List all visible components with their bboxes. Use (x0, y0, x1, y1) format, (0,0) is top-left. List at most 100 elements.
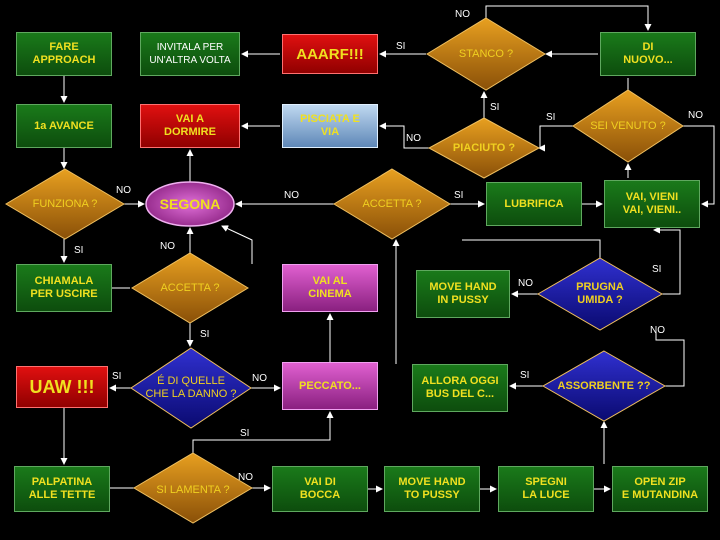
box-label: VAI DI BOCCA (299, 476, 341, 501)
decision-sei-venuto: SEI VENUTO ? (576, 116, 680, 136)
diamond-piaciuto (427, 117, 541, 179)
box-label: INVITALA PER UN'ALTRA VOLTA (149, 42, 231, 66)
label-stanco-si: SI (396, 41, 405, 52)
box-label: ALLORA OGGI BUS DEL C... (421, 375, 499, 400)
box-label: CHIAMALA PER USCIRE (30, 275, 98, 300)
box-label: 1a AVANCE (34, 119, 94, 132)
label-prugna-no: NO (518, 278, 533, 289)
box-label: MOVE HAND TO PUSSY (398, 476, 466, 501)
label-silamenta-no: NO (238, 472, 253, 483)
box-palpatina: PALPATINA ALLE TETTE (14, 466, 110, 512)
box-label: FARE APPROACH (32, 41, 96, 66)
segona-label: SEGONA (159, 195, 221, 212)
label-seivenuto-si: SI (546, 112, 555, 123)
box-label: DI NUOVO... (623, 41, 673, 66)
box-vai-di-bocca: VAI DI BOCCA (272, 466, 368, 512)
box-open-zip: OPEN ZIP E MUTANDINA (612, 466, 708, 512)
arrow-seivenuto-no (683, 125, 715, 208)
diamond-accetta-left (131, 252, 249, 324)
box-label: SPEGNI LA LUCE (522, 476, 570, 501)
label-accetta-left-no: NO (160, 241, 175, 252)
decision-label: SI LAMENTA ? (156, 483, 230, 496)
decision-label: ASSORBENTE ?? (557, 379, 651, 392)
decision-si-lamenta: SI LAMENTA ? (140, 480, 246, 500)
arrow-piaciuto-pisciata (379, 122, 430, 149)
box-aaarf: AAARF!!! (282, 34, 378, 74)
box-move-hand-to-pussy: MOVE HAND TO PUSSY (384, 466, 480, 512)
box-label: OPEN ZIP E MUTANDINA (621, 476, 699, 501)
decision-label: ACCETTA ? (362, 197, 422, 210)
decision-diamonds (5, 17, 684, 524)
diamond-prugna-umida (537, 257, 663, 331)
decision-label: STANCO ? (458, 47, 514, 60)
label-silamenta-si: SI (240, 428, 249, 439)
box-prima-avance: 1a AVANCE (16, 104, 112, 148)
decision-label: É DI QUELLE CHE LA DANNO ? (145, 375, 237, 400)
decision-funziona: FUNZIONA ? (12, 194, 118, 214)
arrow-silamenta-peccato (192, 411, 334, 453)
decision-accetta-left: ACCETTA ? (138, 278, 242, 298)
label-piaciuto-si: SI (490, 102, 499, 113)
node-segona: SEGONA (146, 182, 234, 226)
box-spegni-luce: SPEGNI LA LUCE (498, 466, 594, 512)
box-peccato: PECCATO... (282, 362, 378, 410)
arrow-assorbente-no (655, 332, 685, 387)
decision-label: FUNZIONA ? (32, 197, 98, 210)
box-label: AAARF!!! (296, 45, 364, 63)
arrow-stanco-dinuovo (485, 5, 652, 31)
label-accetta-no: NO (284, 190, 299, 201)
label-diquelle-no: NO (252, 373, 267, 384)
ellipse-segona (145, 181, 235, 227)
box-label: PECCATO... (299, 379, 361, 392)
diamond-funziona (5, 168, 125, 240)
box-label: LUBRIFICA (504, 197, 564, 210)
label-funziona-si: SI (74, 245, 83, 256)
box-label: VAI A DORMIRE (164, 113, 216, 138)
arrow-prugna-vaivieni (653, 226, 681, 295)
label-diquelle-si: SI (112, 371, 121, 382)
arrow-cinema-segona (221, 225, 253, 264)
diamond-stanco (426, 17, 546, 91)
connector-lines (60, 5, 715, 493)
box-lubrifica: LUBRIFICA (486, 182, 582, 226)
box-vai-a-dormire: VAI A DORMIRE (140, 104, 240, 148)
box-label: UAW !!! (29, 376, 95, 397)
label-piaciuto-no: NO (406, 133, 421, 144)
box-label: PISCIATA E VIA (300, 113, 360, 138)
label-accetta-left-si: SI (200, 329, 209, 340)
box-chiamala: CHIAMALA PER USCIRE (16, 264, 112, 312)
label-stanco-no: NO (455, 9, 470, 20)
decision-assorbente: ASSORBENTE ?? (548, 376, 660, 396)
decision-di-quelle: É DI QUELLE CHE LA DANNO ? (136, 370, 246, 406)
box-move-hand-in-pussy: MOVE HAND IN PUSSY (416, 270, 510, 318)
arrow-seivenuto-piaciuto (538, 125, 573, 152)
box-uaw: UAW !!! (16, 366, 108, 408)
label-assorbente-no: NO (650, 325, 665, 336)
label-assorbente-si: SI (520, 370, 529, 381)
decision-label: PIACIUTO ? (452, 141, 516, 154)
box-invitala: INVITALA PER UN'ALTRA VOLTA (140, 32, 240, 76)
box-label: PALPATINA ALLE TETTE (28, 476, 96, 501)
box-label: MOVE HAND IN PUSSY (429, 281, 497, 306)
decision-prugna-umida: PRUGNA UMIDA ? (548, 276, 652, 312)
diamond-assorbente (541, 350, 667, 422)
diamond-sei-venuto (572, 89, 684, 163)
decision-label: ACCETTA ? (160, 281, 220, 294)
box-vai-vieni: VAI, VIENI VAI, VIENI.. (604, 180, 700, 228)
box-vai-al-cinema: VAI AL CINEMA (282, 264, 378, 312)
diamond-accetta-center (333, 168, 451, 240)
decision-accetta-center: ACCETTA ? (340, 194, 444, 214)
label-seivenuto-no: NO (688, 110, 703, 121)
box-label: VAI, VIENI VAI, VIENI.. (622, 191, 682, 216)
decision-piaciuto: PIACIUTO ? (430, 138, 538, 158)
decision-label: PRUGNA UMIDA ? (576, 281, 624, 306)
box-pisciata: PISCIATA E VIA (282, 104, 378, 148)
box-fare-approach: FARE APPROACH (16, 32, 112, 76)
box-di-nuovo: DI NUOVO... (600, 32, 696, 76)
noop3 (462, 239, 601, 258)
label-prugna-si: SI (652, 264, 661, 275)
label-accetta-si: SI (454, 190, 463, 201)
